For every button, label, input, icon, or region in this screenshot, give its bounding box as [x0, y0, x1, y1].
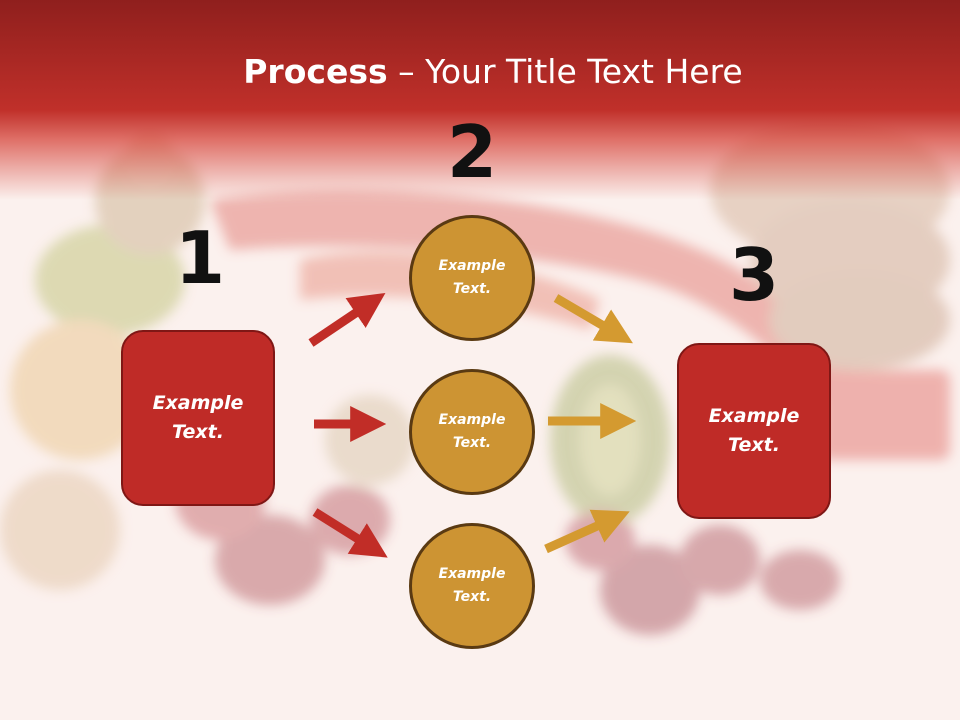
step-number-1: 1: [174, 216, 226, 300]
circle-top: Example Text.: [409, 215, 535, 341]
left-text-box: Example Text.: [121, 330, 275, 506]
title-rest: – Your Title Text Here: [387, 52, 743, 91]
right-text-box: Example Text.: [677, 343, 831, 519]
arrow-top-to-right: [553, 294, 633, 344]
page-title: Process – Your Title Text Here: [0, 52, 960, 91]
circle-middle: Example Text.: [409, 369, 535, 495]
step-number-3: 3: [728, 233, 780, 317]
circle-top-label: Example Text.: [438, 258, 506, 297]
arrow-left-to-bottom: [312, 508, 388, 558]
step-number-2: 2: [446, 110, 498, 194]
right-box-label: Example Text.: [708, 405, 800, 456]
circle-middle-label: Example Text.: [438, 412, 506, 451]
arrow-bottom-to-right: [544, 509, 630, 554]
circle-bottom: Example Text.: [409, 523, 535, 649]
arrow-left-to-top: [308, 292, 386, 347]
left-box-label: Example Text.: [152, 392, 244, 443]
title-bold: Process: [243, 52, 388, 91]
header-band: [0, 0, 960, 200]
circle-bottom-label: Example Text.: [438, 566, 506, 605]
